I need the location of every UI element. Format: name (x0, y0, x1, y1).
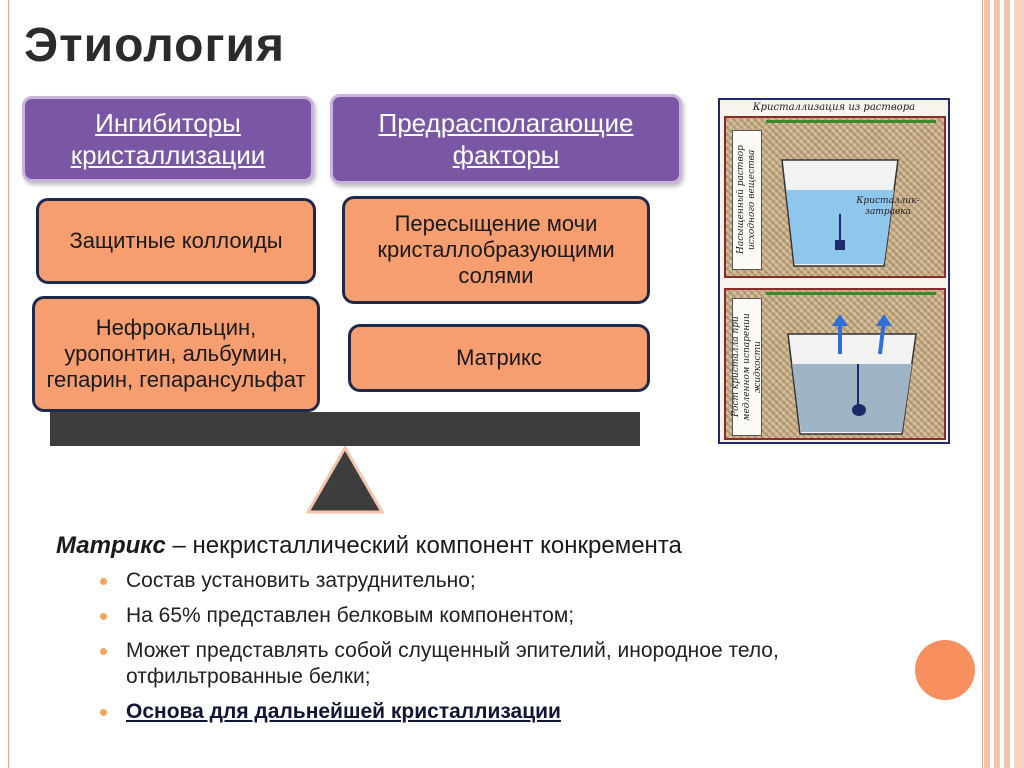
saturated-solution-label: Насыщенный раствор исходного вещества (736, 145, 757, 255)
bullet-list: Состав установить затруднительно; На 65%… (56, 568, 936, 725)
page-title: Этиология (24, 19, 285, 72)
bullet-dot-icon (100, 709, 107, 716)
predisposing-header: Предрасполагающие факторы (330, 94, 682, 184)
scale-beam (50, 412, 640, 446)
list-item: На 65% представлен белковым компонентом; (100, 603, 936, 629)
list-item-bold: Основа для дальнейшей кристаллизации (100, 699, 936, 725)
scale-fulcrum (306, 446, 384, 514)
list-item: Может представлять собой слущенный эпите… (100, 638, 936, 690)
inhibitors-header: Ингибиторы кристаллизации (22, 96, 314, 182)
crystallization-diagram: Кристаллизация из раствора Насыщенный ра… (718, 98, 950, 444)
list-item: Состав установить затруднительно; (100, 568, 936, 594)
matrix-description: Матрикс – некристаллический компонент ко… (56, 532, 936, 734)
slide-frame (8, 0, 983, 768)
decorative-circle-icon (915, 640, 975, 700)
beaker-bottom-icon (787, 314, 917, 435)
bullet-dot-icon (100, 613, 107, 620)
supersaturation-box: Пересыщение мочи кристаллобразующими сол… (342, 196, 650, 304)
seed-crystal-label: Кристаллик-затравка (856, 196, 920, 217)
decorative-stripes (984, 0, 1024, 768)
bullet-dot-icon (100, 648, 107, 655)
diagram-caption: Кристаллизация из раствора (752, 102, 916, 113)
crystal-growth-label: Рост кристалла при медленном испарении ж… (730, 313, 763, 421)
proteins-box: Нефрокальцин, уропонтин, альбумин, гепар… (32, 296, 320, 412)
diagram-panel-bottom: Рост кристалла при медленном испарении ж… (724, 288, 946, 440)
matrix-definition: Матрикс – некристаллический компонент ко… (56, 532, 936, 560)
matrix-term: Матрикс (56, 532, 166, 559)
crystallization-basis-text: Основа для дальнейшей кристаллизации (126, 700, 561, 723)
diagram-panel-top: Насыщенный раствор исходного вещества Кр… (724, 116, 946, 278)
beaker-top-icon (781, 159, 899, 267)
protective-colloids-box: Защитные коллоиды (36, 198, 316, 284)
bullet-dot-icon (100, 578, 107, 585)
matrix-definition-rest: – некристаллический компонент конкремент… (165, 532, 682, 559)
matrix-box: Матрикс (348, 324, 650, 392)
